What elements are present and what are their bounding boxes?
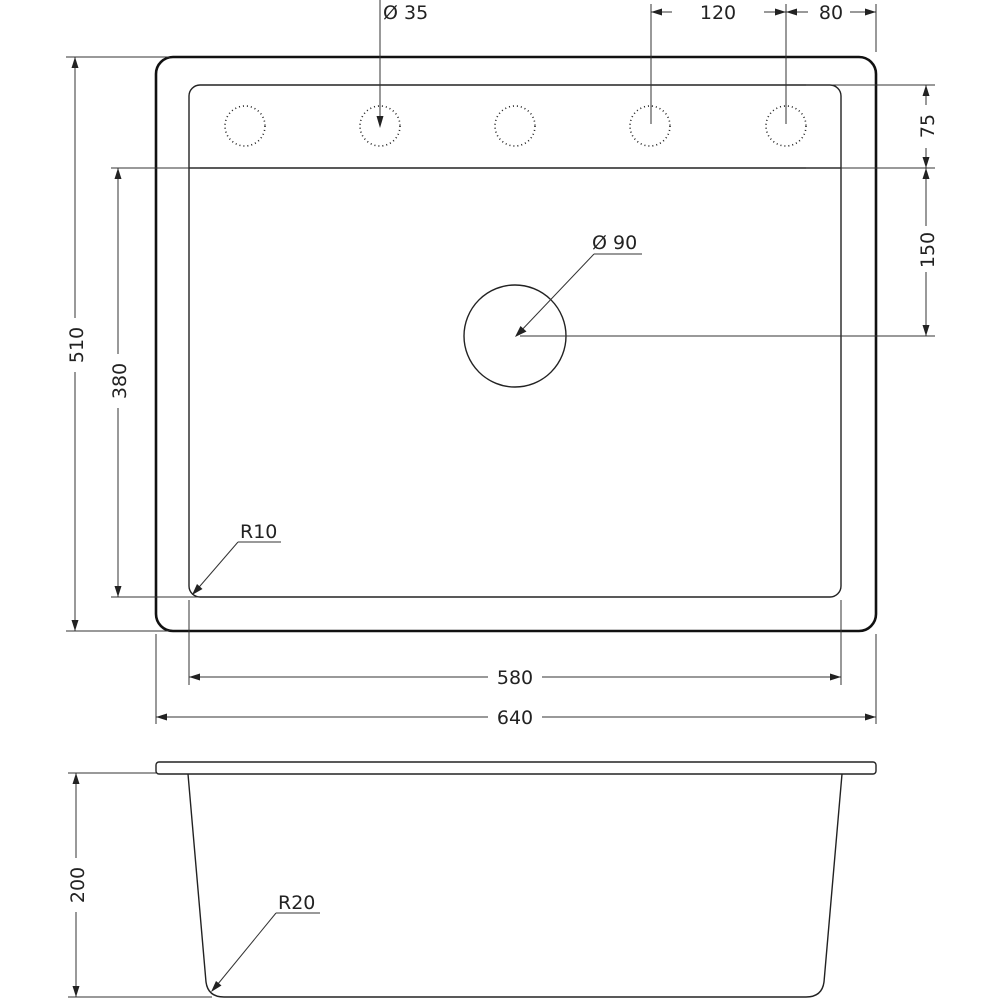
tap-hole-3 [494, 105, 536, 147]
drain-diameter-label: Ø 90 [592, 232, 637, 254]
tap-hole-diameter-label: Ø 35 [383, 2, 428, 24]
inner-radius-dimension: R10 [192, 521, 281, 595]
inner-radius-label: R10 [240, 521, 277, 543]
tap-hole-5 [765, 105, 807, 147]
bowl-depth-dimension: 380 [109, 167, 200, 598]
outer-rim-outline [154, 55, 878, 633]
tap-hole-1 [224, 105, 266, 147]
tap-row-offset-label: 75 [917, 114, 939, 138]
top-view [154, 55, 878, 633]
overall-width-label: 640 [497, 707, 533, 729]
overall-width-dimension: 640 [155, 634, 877, 729]
drain-diameter-dimension: Ø 90 [515, 232, 642, 337]
tap-hole-diameter-dimension: Ø 35 [376, 0, 428, 128]
height-label: 200 [67, 867, 89, 903]
bowl-width-label: 580 [497, 667, 533, 689]
tap-spacing-dimension: 120 80 [650, 2, 877, 124]
right-vertical-dimensions: 75 150 [520, 84, 939, 337]
rim-flange [155, 761, 877, 775]
bottom-radius-label: R20 [278, 892, 315, 914]
bowl-profile [187, 773, 843, 998]
tap-hole-4 [629, 105, 671, 147]
bottom-radius-dimension: R20 [211, 892, 320, 992]
tap-hole-2 [359, 105, 401, 147]
tap-edge-offset-label: 80 [819, 2, 843, 24]
overall-depth-label: 510 [66, 327, 88, 363]
drain-offset-label: 150 [917, 232, 939, 268]
height-dimension: 200 [67, 772, 212, 998]
inner-bowl-outline [188, 84, 842, 598]
side-view [155, 761, 877, 998]
overall-depth-dimension: 510 [66, 56, 170, 632]
tap-spacing-label: 120 [700, 2, 736, 24]
bowl-depth-label: 380 [109, 363, 131, 399]
bowl-width-dimension: 580 [188, 600, 842, 689]
